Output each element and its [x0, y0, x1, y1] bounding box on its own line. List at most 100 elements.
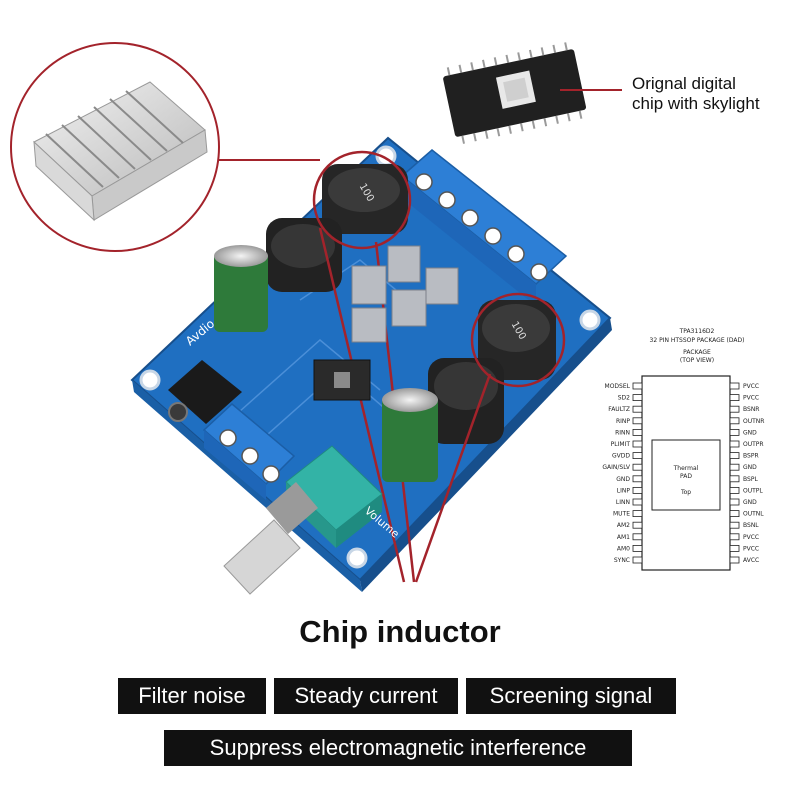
- pinout-diagram: TPA3116D2 32 PIN HTSSOP PACKAGE (DAD) PA…: [602, 328, 764, 571]
- pin-right: [729, 382, 740, 390]
- tag-screening-signal: Screening signal: [466, 678, 676, 714]
- audio-jack: [168, 360, 242, 424]
- inductor-highlights: [312, 150, 566, 583]
- thermal-pad-line1: Thermal: [673, 465, 699, 472]
- inductor-right: 100: [478, 300, 556, 380]
- pin-right: [729, 521, 740, 529]
- pin-left: [632, 382, 643, 390]
- pin-label-right: GND: [743, 429, 757, 436]
- amp-chip: [313, 359, 371, 401]
- pinout-package: PACKAGE: [683, 349, 711, 356]
- pin-label-right: PVCC: [743, 545, 759, 552]
- pin-label-left: GAIN/SLV: [602, 464, 631, 471]
- thermal-pad: [651, 439, 721, 511]
- pin-label-left: PLIMIT: [611, 441, 631, 448]
- pin-right: [729, 405, 740, 413]
- inductor-top: 100: [322, 164, 408, 234]
- chip-callout-text: Orignal digital chip with skylight: [632, 74, 792, 114]
- pin-label-left: SYNC: [614, 557, 630, 564]
- pin-label-left: MODSEL: [605, 383, 631, 390]
- pin-right: [729, 556, 740, 564]
- pin-label-left: AM1: [617, 534, 630, 541]
- pin-label-left: SD2: [618, 395, 630, 402]
- pin-label-left: LINP: [617, 487, 631, 494]
- pinout-subtitle: 32 PIN HTSSOP PACKAGE (DAD): [650, 337, 745, 344]
- pin-right: [729, 417, 740, 425]
- pin-label-right: AVCC: [743, 557, 759, 564]
- pin-left: [632, 452, 643, 460]
- pin-right: [729, 486, 740, 494]
- pin-label-left: MUTE: [613, 511, 630, 518]
- pin-left: [632, 556, 643, 564]
- pin-left: [632, 417, 643, 425]
- pin-left: [632, 440, 643, 448]
- pin-right: [729, 510, 740, 518]
- tag-steady-current: Steady current: [274, 678, 458, 714]
- tag-filter-noise: Filter noise: [118, 678, 266, 714]
- heatsink-callout: [10, 42, 320, 252]
- pin-label-right: OUTNR: [743, 418, 764, 425]
- pin-label-left: LINN: [616, 499, 630, 506]
- power-terminal-block: [202, 402, 296, 500]
- capacitor-left: [214, 245, 268, 332]
- pin-left: [632, 545, 643, 552]
- thermal-pad-line3: Top: [680, 489, 691, 496]
- pin-left: [632, 533, 643, 541]
- pin-right: [729, 475, 740, 483]
- pin-label-right: OUTNL: [743, 511, 764, 518]
- pin-left: [632, 428, 643, 436]
- pin-label-right: PVCC: [743, 395, 759, 402]
- pin-label-right: PVCC: [743, 534, 759, 541]
- pin-label-right: OUTPR: [743, 441, 764, 448]
- pin-left: [632, 405, 643, 413]
- pin-right: [729, 533, 740, 541]
- pin-label-right: GND: [743, 499, 757, 506]
- pin-left: [632, 394, 643, 402]
- capacitor-right: [382, 388, 438, 482]
- pin-right: [729, 463, 740, 471]
- chip-callout-line2: chip with skylight: [632, 94, 760, 113]
- pin-label-right: BSNL: [743, 522, 759, 529]
- pin-label-right: GND: [743, 464, 757, 471]
- pin-label-left: GVDD: [612, 453, 630, 460]
- pin-label-right: PVCC: [743, 383, 759, 390]
- pin-label-left: GND: [616, 476, 630, 483]
- pin-right: [729, 428, 740, 436]
- pin-label-left: RINN: [615, 429, 630, 436]
- pinout-title: TPA3116D2: [679, 328, 715, 335]
- heatsink-image: [33, 81, 208, 222]
- smd-capacitors: [351, 245, 459, 343]
- inductor-bottom: [428, 358, 504, 444]
- pin-left: [632, 498, 643, 506]
- pin-label-right: BSNR: [743, 406, 759, 413]
- pin-label-right: BSPR: [743, 453, 759, 460]
- pin-right: [729, 498, 740, 506]
- volume-knob: [223, 445, 383, 595]
- pin-left: [632, 521, 643, 529]
- pin-label-left: AM0: [617, 545, 630, 552]
- pin-right: [729, 545, 740, 552]
- pin-label-left: FAULTZ: [608, 406, 630, 413]
- pin-left: [632, 510, 643, 518]
- output-terminal-block: [400, 149, 568, 306]
- pin-label-right: BSPL: [743, 476, 758, 483]
- pin-right: [729, 452, 740, 460]
- pin-right: [729, 394, 740, 402]
- pin-label-left: RINP: [616, 418, 630, 425]
- inductor-left: [266, 218, 342, 292]
- pin-label-right: OUTPL: [743, 487, 763, 494]
- pin-left: [632, 486, 643, 494]
- thermal-pad-line2: PAD: [680, 473, 692, 480]
- pin-left: [632, 463, 643, 471]
- pin-left: [632, 475, 643, 483]
- pinout-view: (TOP VIEW): [680, 357, 714, 364]
- chip-callout-line1: Orignal digital: [632, 74, 736, 93]
- headline: Chip inductor: [299, 614, 501, 649]
- chip-callout: [443, 42, 622, 144]
- chip-image: [443, 42, 587, 144]
- tag-suppress-emi: Suppress electromagnetic interference: [164, 730, 632, 766]
- pin-right: [729, 440, 740, 448]
- pin-label-left: AM2: [617, 522, 630, 529]
